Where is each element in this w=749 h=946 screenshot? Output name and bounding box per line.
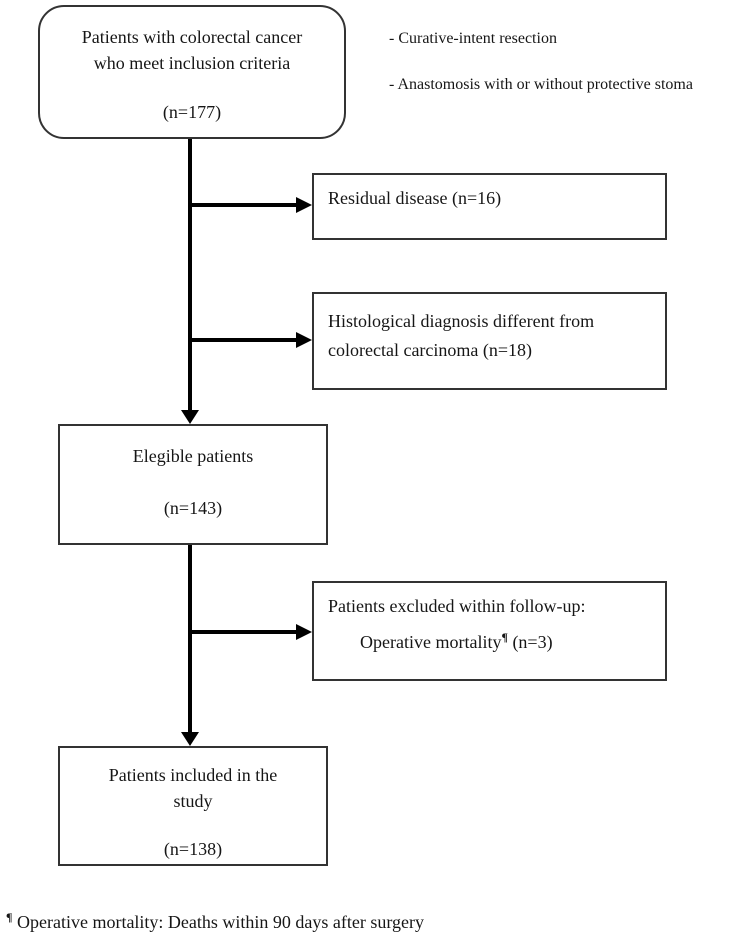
excluded-line2: Operative mortality¶ (n=3) [328, 629, 651, 655]
arrowhead-down-eligible [181, 410, 199, 424]
eligible-count: (n=143) [163, 498, 223, 518]
flow-stem-2 [188, 545, 192, 733]
included-count: (n=138) [163, 839, 223, 859]
residual-label: Residual disease (n=16) [328, 188, 502, 208]
branch-residual-arrowhead [296, 197, 312, 213]
excluded-line1: Patients excluded within follow-up: [328, 596, 586, 616]
footnote-text: Operative mortality: Deaths within 90 da… [12, 912, 425, 932]
branch-histology-arrowhead [296, 332, 312, 348]
branch-residual-line [190, 203, 296, 207]
inclusion-line2: who meet inclusion criteria [93, 53, 291, 73]
flow-box-residual: Residual disease (n=16) [312, 173, 667, 240]
included-line1: Patients included in the [108, 765, 278, 785]
flow-box-included: Patients included in the study (n=138) [58, 746, 328, 866]
pilcrow-superscript: ¶ [501, 630, 508, 644]
criteria-note-resection: - Curative-intent resection [389, 30, 557, 47]
inclusion-count: (n=177) [162, 102, 222, 122]
branch-excluded-arrowhead [296, 624, 312, 640]
flow-box-histology: Histological diagnosis different from co… [312, 292, 667, 390]
branch-excluded-line [190, 630, 296, 634]
arrowhead-down-included [181, 732, 199, 746]
branch-histology-line [190, 338, 296, 342]
excluded-line2-main: Operative mortality [360, 632, 502, 652]
excluded-line2-count: (n=3) [507, 632, 553, 652]
flow-box-excluded: Patients excluded within follow-up: Oper… [312, 581, 667, 681]
histology-line2: colorectal carcinoma (n=18) [328, 340, 533, 360]
criteria-note-anastomosis: - Anastomosis with or without protective… [389, 76, 693, 93]
histology-line1: Histological diagnosis different from [328, 311, 595, 331]
included-line2: study [173, 791, 213, 811]
footnote: ¶ Operative mortality: Deaths within 90 … [6, 910, 425, 933]
flow-box-inclusion: Patients with colorectal cancer who meet… [38, 5, 346, 139]
flow-box-eligible: Elegible patients (n=143) [58, 424, 328, 545]
flow-stem-1 [188, 139, 192, 411]
eligible-label: Elegible patients [132, 446, 254, 466]
footnote-pilcrow: ¶ [6, 910, 13, 924]
inclusion-line1: Patients with colorectal cancer [81, 27, 303, 47]
